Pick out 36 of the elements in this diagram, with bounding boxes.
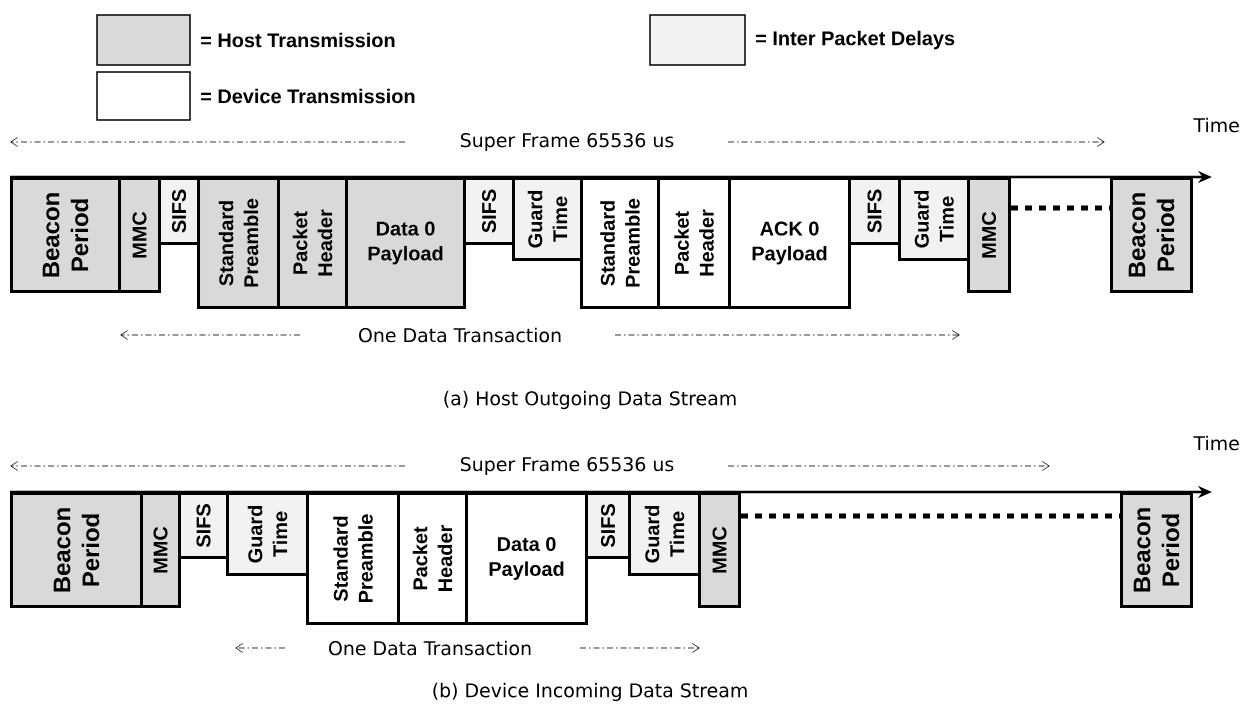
slot-box: MMC — [140, 492, 181, 608]
slot-box: SIFS — [158, 177, 200, 245]
dotted-line — [1011, 205, 1110, 211]
slot-box: Data 0 Payload — [345, 177, 466, 309]
slot-box: SIFS — [848, 177, 901, 245]
slot-box: Packet Header — [277, 177, 348, 309]
slot-box: Standard Preamble — [306, 492, 400, 625]
slot-box: Standard Preamble — [580, 177, 660, 309]
label: (b) Device Incoming Data Stream — [429, 680, 751, 704]
slot-box: MMC — [698, 492, 741, 608]
label: Time — [1191, 433, 1242, 453]
slot-box: Guard Time — [898, 177, 970, 261]
dotted-line — [741, 513, 1120, 519]
slot-box: Standard Preamble — [197, 177, 280, 309]
label: Time — [1191, 115, 1242, 135]
slot-box: MMC — [118, 177, 161, 293]
legend-text: = Device Transmission — [201, 88, 415, 104]
label: Super Frame 65536 us — [457, 455, 677, 477]
slot-box: Guard Time — [628, 492, 701, 576]
slot-box: MMC — [967, 177, 1011, 293]
slot-box: SIFS — [463, 177, 515, 245]
slot-box: Data 0 Payload — [465, 492, 588, 625]
label: Super Frame 65536 us — [457, 131, 677, 153]
slot-box: Packet Header — [657, 177, 731, 309]
label: One Data Transaction — [326, 638, 535, 658]
label: One Data Transaction — [356, 325, 565, 345]
slot-box: Guard Time — [512, 177, 583, 261]
slot-box: SIFS — [585, 492, 631, 559]
slot-box: Beacon Period — [1120, 492, 1193, 608]
slot-box: Packet Header — [397, 492, 468, 625]
slot-box: SIFS — [178, 492, 229, 559]
legend-text: = Inter Packet Delays — [756, 30, 955, 50]
legend-text: = Host Transmission — [201, 32, 395, 48]
slot-box: ACK 0 Payload — [728, 177, 851, 309]
slot-box: Beacon Period — [1110, 177, 1193, 293]
label: (a) Host Outgoing Data Stream — [440, 388, 740, 412]
